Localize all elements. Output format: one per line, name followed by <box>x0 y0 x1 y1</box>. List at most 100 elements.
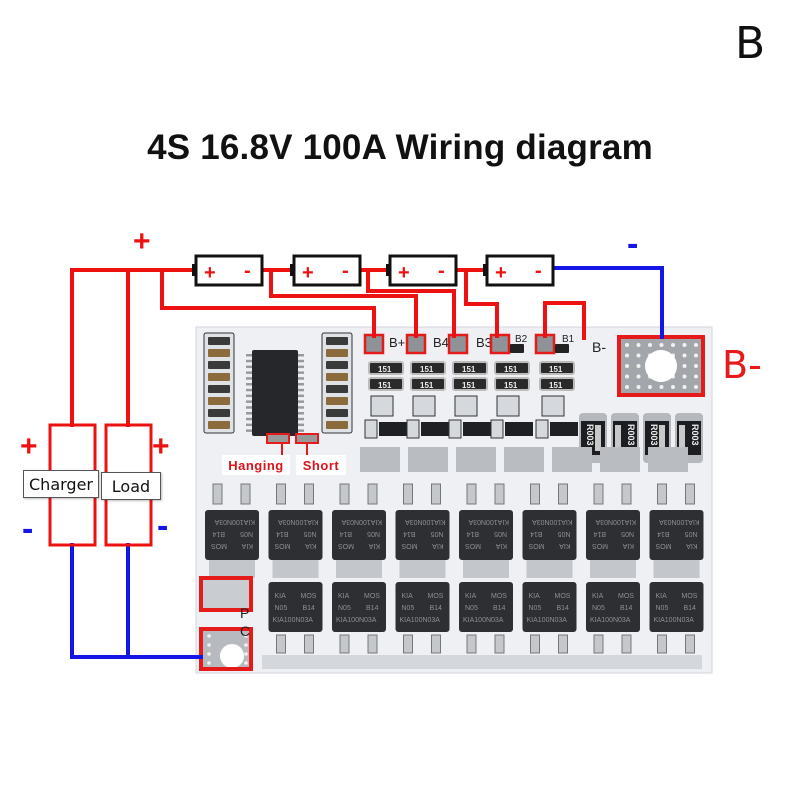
ic-pin <box>298 423 304 427</box>
resistor-151 <box>368 377 404 391</box>
via-dot <box>694 364 698 368</box>
mosfet-mark: N05 <box>275 605 288 612</box>
mosfet-lead <box>466 483 477 505</box>
via-dot <box>694 343 698 347</box>
smd-component <box>535 419 549 439</box>
mosfet-body <box>395 510 450 560</box>
bottom-output-strip <box>262 655 702 669</box>
smd-component <box>555 344 569 353</box>
top-negative-sign: - <box>627 225 638 263</box>
mosfet-mark: B14 <box>620 605 633 612</box>
via-dot <box>682 374 687 379</box>
mosfet-mark: KIA100N03A <box>273 617 314 624</box>
mosfet-lead <box>367 634 378 654</box>
ic-pin <box>298 388 304 392</box>
mosfet-mark: KIA100N03A <box>341 518 382 525</box>
mosfet-tab <box>526 560 573 578</box>
via-dot <box>244 634 248 638</box>
mosfet-mark: N05 <box>494 530 507 537</box>
mosfet-lead <box>276 483 286 505</box>
ic-pin <box>246 406 252 409</box>
mosfet-mark: MOS <box>618 593 634 600</box>
battery-cell: +- <box>290 254 362 287</box>
mosfet-mark: MOS <box>655 542 671 549</box>
smd-component <box>208 337 230 345</box>
battery-minus-sign: - <box>535 260 542 282</box>
mosfet-mark: B14 <box>657 530 670 537</box>
balance-pad <box>365 335 383 353</box>
battery-terminal <box>192 264 197 276</box>
via-dot <box>694 353 698 358</box>
small-transistor <box>379 422 407 436</box>
pcb-board: B+151151B4151151B3151151B2151151B1151151… <box>195 326 713 674</box>
balance-pad-label: B1 <box>562 334 575 345</box>
resistor-code: 151 <box>462 365 476 374</box>
smd-diode <box>454 395 478 417</box>
mosfet-lead <box>657 483 667 505</box>
mosfet-mark: KIA <box>338 593 350 600</box>
mosfet-array: KIAMOSN05B14KIA100N03AKIAMOSN05B14KIA100… <box>205 483 704 654</box>
via-dot <box>207 634 211 638</box>
battery-cell: +- <box>483 254 555 287</box>
mosfet-mark: KIA <box>622 542 634 549</box>
mosfet-lead <box>621 483 632 505</box>
mosfet-mark: MOS <box>211 542 227 549</box>
shunt-code: R003 <box>649 424 659 446</box>
ic-pin <box>298 354 304 357</box>
battery-plus-sign: + <box>495 262 507 284</box>
ic-pin <box>298 383 304 386</box>
mosfet-tab <box>590 560 636 578</box>
shunt-code: R003 <box>690 424 700 446</box>
battery-terminal <box>290 264 295 276</box>
charger-positive-sign: + <box>20 430 38 463</box>
mosfet-body <box>332 582 386 632</box>
c-silk-label: C <box>240 623 250 639</box>
via-dot <box>682 343 687 347</box>
c-highlight-box <box>199 627 253 671</box>
via-dot <box>648 385 652 389</box>
ic-pin <box>298 394 304 398</box>
mosfet-mark: KIA100N03A <box>463 617 504 624</box>
mosfet-mark: MOS <box>465 542 481 549</box>
smd-component <box>208 409 230 417</box>
battery-negative-wire <box>551 266 664 339</box>
mosfet-mark: KIA <box>275 593 287 600</box>
mosfet-lead <box>530 634 540 654</box>
control-ic-area <box>203 332 353 436</box>
smd-component <box>448 419 462 439</box>
mosfet-mark: B14 <box>466 530 479 537</box>
resistor-code: 151 <box>378 381 392 390</box>
smd-component <box>326 361 348 369</box>
mosfet-mark: B14 <box>430 605 443 612</box>
ic-pin <box>298 371 304 374</box>
top-positive-sign: + <box>133 225 151 258</box>
mosfet-lead <box>403 483 413 505</box>
shunt-stripe <box>659 425 665 451</box>
copper-strip <box>648 447 688 472</box>
resistor-151 <box>410 377 446 391</box>
bminus-callout: B- <box>722 343 762 387</box>
mosfet-mark: B14 <box>403 530 416 537</box>
charger-negative-sign: - <box>22 510 33 548</box>
mosfet-lead <box>558 483 568 505</box>
balance-pad-label: B+ <box>389 335 405 350</box>
mosfet-mark: MOS <box>364 593 380 600</box>
shunt-stripe <box>679 425 685 451</box>
mosfet-mark: N05 <box>304 530 317 537</box>
smd-component <box>208 349 230 357</box>
smd-component <box>510 344 524 353</box>
smd-component <box>326 385 348 393</box>
